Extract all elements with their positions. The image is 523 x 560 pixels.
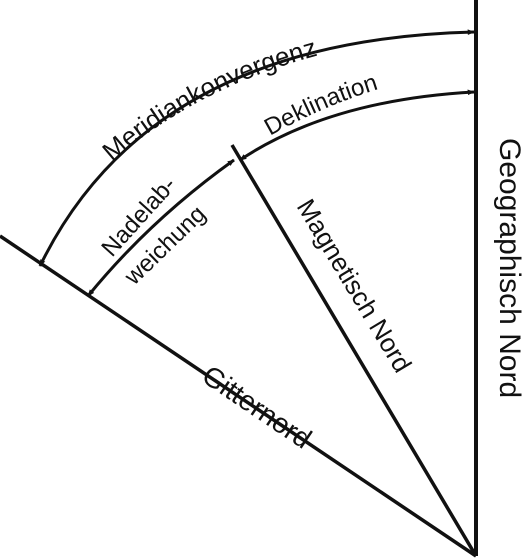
declination-label: Deklination — [260, 69, 381, 141]
needle-deviation-arc — [86, 158, 235, 297]
meridian-convergence-arc — [38, 29, 475, 267]
declination-arc — [239, 89, 475, 162]
grid-north-line — [0, 234, 477, 558]
magnetic-north-line — [230, 144, 478, 557]
geographic-north-label: Geographisch Nord — [493, 138, 523, 398]
grid-north-label: Gitternord — [197, 359, 318, 454]
meridian-convergence-label: Meridiankonvergenz — [96, 32, 319, 166]
